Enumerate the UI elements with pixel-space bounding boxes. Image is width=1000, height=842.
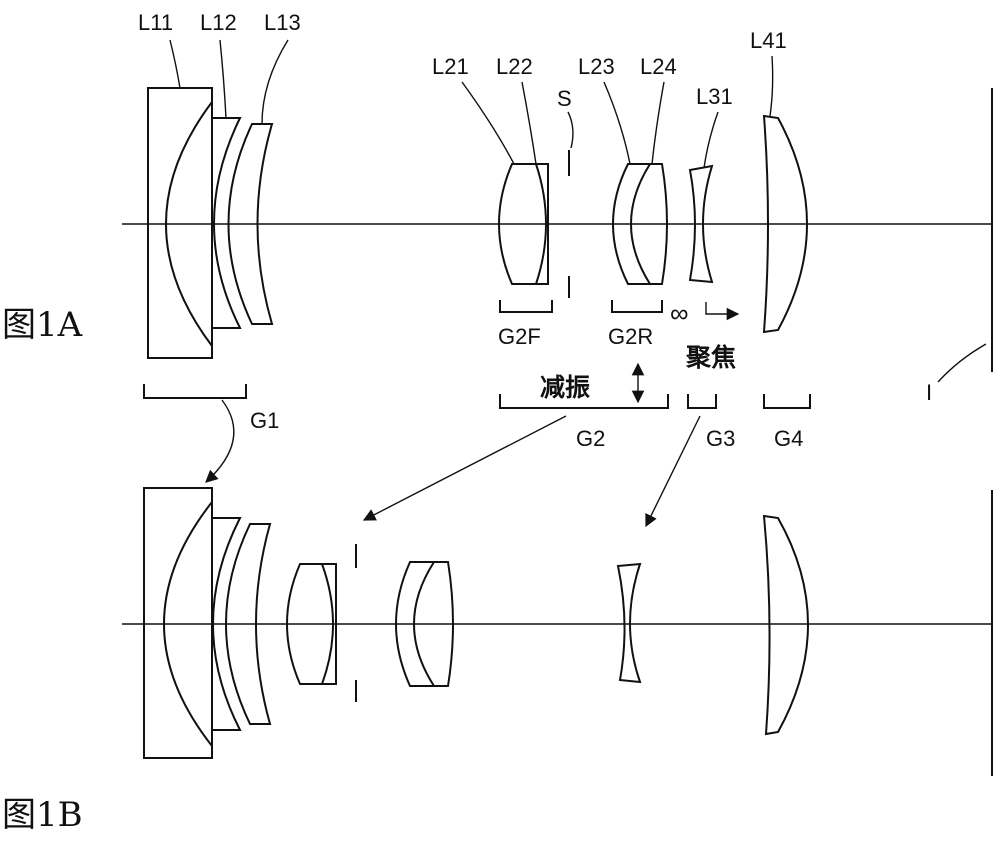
bracket-g1 [143, 384, 247, 399]
bracket-g3 [687, 394, 717, 409]
label-g4: G4 [774, 426, 803, 451]
label-l23: L23 [578, 54, 615, 79]
lens-l31-b [616, 562, 642, 684]
label-l11: L11 [138, 10, 173, 35]
vibration-reduction-label: 减振 [540, 373, 590, 402]
leader-l12 [219, 39, 227, 119]
lens-l12-b [212, 517, 242, 731]
arrow-g2-to-b [362, 415, 567, 521]
label-g3: G3 [706, 426, 735, 451]
leader-l24 [651, 81, 665, 165]
leader-l13 [261, 39, 289, 125]
leader-l22 [521, 81, 537, 165]
focus-arrow [705, 302, 740, 321]
label-g2: G2 [576, 426, 605, 451]
figure-1b-title: 图1B [2, 795, 83, 835]
lens-l12-a [212, 117, 242, 329]
leader-l31 [703, 111, 719, 169]
figure-1a: L11 L12 L13 L21 L22 L23 L24 L31 L41 S G2… [2, 10, 993, 451]
label-l13: L13 [264, 10, 301, 35]
bracket-g2f [499, 300, 553, 313]
label-l21: L21 [432, 54, 469, 79]
label-g2f: G2F [498, 324, 541, 349]
lens-l31-a [688, 164, 714, 284]
infinity-symbol: ∞ [670, 298, 689, 328]
leader-s [567, 111, 574, 149]
label-image-plane: I [926, 380, 932, 405]
lens-l24-b [434, 561, 454, 687]
lens-l13-b [225, 523, 272, 725]
label-l24: L24 [640, 54, 677, 79]
figure-1a-title: 图1A [2, 305, 83, 345]
bracket-g2 [499, 394, 669, 409]
lens-l13-a [227, 123, 274, 325]
lens-l22-a [536, 163, 549, 285]
label-g2r: G2R [608, 324, 653, 349]
lens-l41-a [762, 114, 808, 334]
lens-l22-b [322, 563, 337, 685]
leader-l11 [169, 39, 181, 89]
arrow-g3-to-b [645, 415, 701, 528]
lens-l11-a [147, 87, 213, 359]
leader-l21 [461, 81, 515, 165]
label-l41: L41 [750, 28, 787, 53]
lens-l24-a [650, 163, 668, 285]
leader-image-plane [937, 343, 987, 383]
figure-1b: 图1B [2, 487, 993, 835]
lens-l11-b [143, 487, 213, 759]
leader-l23 [603, 81, 631, 165]
label-l12: L12 [200, 10, 237, 35]
focus-label: 聚焦 [685, 343, 736, 372]
label-l31: L31 [696, 84, 733, 109]
leader-l41 [769, 55, 774, 117]
lens-l41-b [762, 514, 809, 736]
bracket-g4 [763, 394, 811, 409]
bracket-g2r [611, 300, 663, 313]
label-g1: G1 [250, 408, 279, 433]
arrow-g1-to-b [205, 399, 235, 483]
label-l22: L22 [496, 54, 533, 79]
label-stop-s: S [557, 86, 572, 111]
